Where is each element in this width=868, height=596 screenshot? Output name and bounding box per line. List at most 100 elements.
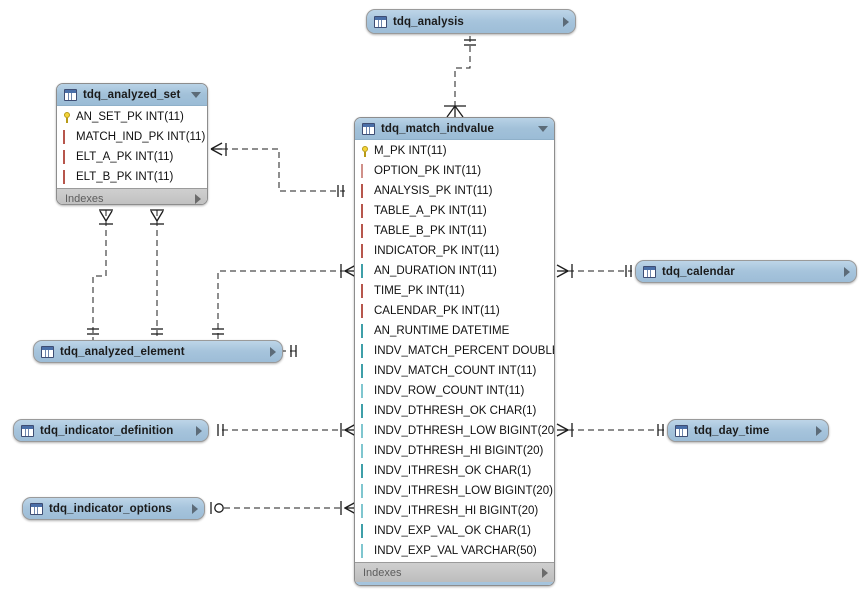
column-row[interactable]: CALENDAR_PK INT(11) (355, 301, 554, 321)
chevron-down-icon[interactable] (191, 91, 201, 98)
column-row[interactable]: ELT_B_PK INT(11) (57, 167, 207, 187)
column-label: INDV_DTHRESH_OK CHAR(1) (374, 405, 537, 417)
table-icon (374, 15, 387, 28)
column-icon (359, 524, 371, 538)
column-row[interactable]: INDV_MATCH_PERCENT DOUBLE (355, 341, 554, 361)
table-tdq-analyzed-element[interactable]: tdq_analyzed_element (33, 340, 283, 363)
column-row[interactable]: OPTION_PK INT(11) (355, 161, 554, 181)
chevron-down-icon[interactable] (538, 125, 548, 132)
column-label: ANALYSIS_PK INT(11) (374, 185, 493, 197)
column-row[interactable]: INDV_DTHRESH_HI BIGINT(20) (355, 441, 554, 461)
column-row[interactable]: AN_SET_PK INT(11) (57, 107, 207, 127)
table-header[interactable]: tdq_analyzed_set (57, 84, 207, 106)
foreign-key-icon (61, 150, 73, 164)
column-row[interactable]: ELT_A_PK INT(11) (57, 147, 207, 167)
column-label: INDV_DTHRESH_HI BIGINT(20) (374, 445, 544, 457)
table-header[interactable]: tdq_match_indvalue (355, 118, 554, 140)
marker-one-mandatory-analyzedelement-c (212, 328, 224, 335)
indexes-section[interactable]: Indexes (57, 188, 207, 205)
marker-many-analyzedset-bottom-b (150, 209, 164, 225)
table-header[interactable]: tdq_calendar (636, 261, 856, 282)
table-name: tdq_day_time (694, 424, 770, 437)
column-label: INDV_ITHRESH_OK CHAR(1) (374, 465, 532, 477)
nullable-column-icon (359, 384, 371, 398)
marker-one-mandatory-matchindvalue-191 (337, 185, 344, 197)
indexes-label: Indexes (65, 192, 104, 205)
column-row[interactable]: TIME_PK INT(11) (355, 281, 554, 301)
marker-one-mandatory-indicatordefinition (217, 424, 224, 436)
column-row[interactable]: INDV_ROW_COUNT INT(11) (355, 381, 554, 401)
column-row[interactable]: TABLE_A_PK INT(11) (355, 201, 554, 221)
column-label: AN_DURATION INT(11) (374, 265, 497, 277)
table-tdq-analyzed-set[interactable]: tdq_analyzed_set AN_SET_PK INT(11) MATCH… (56, 83, 208, 205)
table-tdq-day-time[interactable]: tdq_day_time (667, 419, 829, 442)
rel-analysis-matchindvalue (454, 36, 471, 108)
primary-key-icon (359, 145, 371, 157)
column-icon (359, 464, 371, 478)
column-row[interactable]: M_PK INT(11) (355, 141, 554, 161)
column-row[interactable]: ANALYSIS_PK INT(11) (355, 181, 554, 201)
chevron-right-icon[interactable] (542, 567, 548, 578)
column-row[interactable]: INDV_EXP_VAL_OK CHAR(1) (355, 521, 554, 541)
table-tdq-indicator-options[interactable]: tdq_indicator_options (22, 497, 205, 520)
chevron-right-icon[interactable] (196, 425, 202, 436)
column-row[interactable]: INDV_DTHRESH_OK CHAR(1) (355, 401, 554, 421)
foreign-key-icon (61, 130, 73, 144)
table-footer (355, 582, 554, 585)
table-name: tdq_calendar (662, 265, 735, 278)
column-row[interactable]: INDV_MATCH_COUNT INT(11) (355, 361, 554, 381)
column-label: ELT_A_PK INT(11) (76, 151, 174, 163)
table-tdq-indicator-definition[interactable]: tdq_indicator_definition (13, 419, 209, 442)
column-row[interactable]: INDICATOR_PK INT(11) (355, 241, 554, 261)
column-row[interactable]: TABLE_B_PK INT(11) (355, 221, 554, 241)
chevron-right-icon[interactable] (844, 266, 850, 277)
column-row[interactable]: AN_DURATION INT(11) (355, 261, 554, 281)
table-tdq-match-indvalue[interactable]: tdq_match_indvalue M_PK INT(11) OPTION_PK… (354, 117, 555, 586)
marker-one-mandatory-daytime (657, 424, 664, 436)
column-row[interactable]: AN_RUNTIME DATETIME (355, 321, 554, 341)
table-header[interactable]: tdq_indicator_options (23, 498, 204, 519)
chevron-right-icon[interactable] (563, 16, 569, 27)
column-label: ELT_B_PK INT(11) (76, 171, 174, 183)
column-row[interactable]: INDV_DTHRESH_LOW BIGINT(20) (355, 421, 554, 441)
primary-key-icon (61, 111, 73, 123)
indexes-section[interactable]: Indexes (355, 562, 554, 582)
table-tdq-analysis[interactable]: tdq_analysis (366, 9, 576, 34)
table-icon (21, 424, 34, 437)
table-tdq-calendar[interactable]: tdq_calendar (635, 260, 857, 283)
column-row[interactable]: INDV_ITHRESH_OK CHAR(1) (355, 461, 554, 481)
chevron-right-icon[interactable] (270, 346, 276, 357)
column-icon (359, 344, 371, 358)
marker-one-mandatory-calendar (625, 265, 632, 277)
chevron-right-icon[interactable] (816, 425, 822, 436)
column-row[interactable]: INDV_EXP_VAL VARCHAR(50) (355, 541, 554, 561)
column-label: INDV_MATCH_COUNT INT(11) (374, 365, 537, 377)
column-label: INDV_ITHRESH_HI BIGINT(20) (374, 505, 539, 517)
column-label: MATCH_IND_PK INT(11) (76, 131, 206, 143)
table-header[interactable]: tdq_analyzed_element (34, 341, 282, 362)
column-label: OPTION_PK INT(11) (374, 165, 482, 177)
marker-many-matchindvalue-top (444, 105, 466, 118)
column-row[interactable]: INDV_ITHRESH_LOW BIGINT(20) (355, 481, 554, 501)
foreign-key-icon (61, 170, 73, 184)
table-icon (30, 502, 43, 515)
column-icon (359, 204, 371, 218)
marker-zero-or-one-indicatoroptions (210, 502, 224, 514)
table-header[interactable]: tdq_day_time (668, 420, 828, 441)
column-label: INDV_ROW_COUNT INT(11) (374, 385, 525, 397)
table-header[interactable]: tdq_indicator_definition (14, 420, 208, 441)
column-label: INDV_EXP_VAL VARCHAR(50) (374, 545, 537, 557)
table-name: tdq_analysis (393, 15, 464, 28)
table-name: tdq_indicator_definition (40, 424, 174, 437)
column-icon (359, 184, 371, 198)
marker-many-matchindvalue-right-271 (556, 264, 573, 278)
nullable-column-icon (359, 544, 371, 558)
table-header[interactable]: tdq_analysis (367, 10, 575, 33)
column-row[interactable]: INDV_ITHRESH_HI BIGINT(20) (355, 501, 554, 521)
table-name: tdq_indicator_options (49, 502, 172, 515)
chevron-right-icon[interactable] (195, 193, 201, 204)
chevron-right-icon[interactable] (192, 503, 198, 514)
column-row[interactable]: MATCH_IND_PK INT(11) (57, 127, 207, 147)
nullable-column-icon (359, 484, 371, 498)
